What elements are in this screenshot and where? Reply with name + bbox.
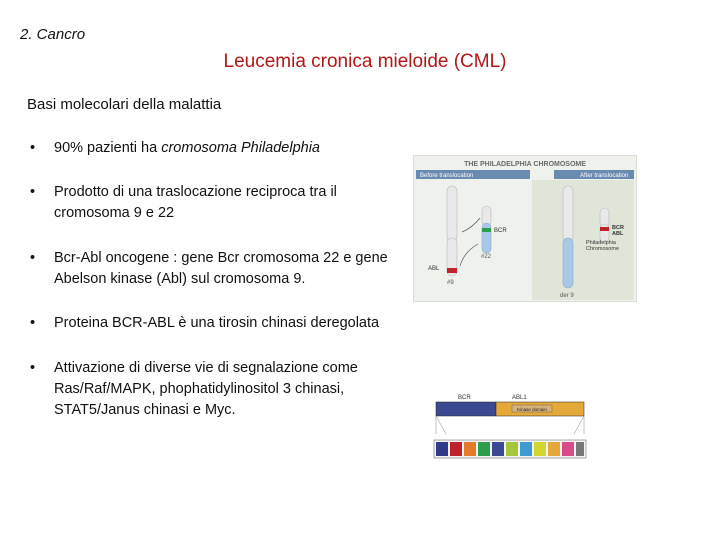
philadelphia-label-line1: Philadelphia <box>586 240 617 246</box>
chromosome-22 <box>481 205 492 254</box>
der9-label: der 9 <box>560 293 574 299</box>
bcr-abl-figure: BCR ABL1 Kinase domain <box>432 390 588 467</box>
chr22-label: #22 <box>481 254 492 260</box>
bullet-text: 90% pazienti ha <box>54 140 162 156</box>
philadelphia-chromosome <box>599 207 610 243</box>
bullet-item: Prodotto di una traslocazione reciproca … <box>30 182 410 224</box>
slide-title: Leucemia cronica mieloide (CML) <box>223 51 507 72</box>
bullet-italic-term: cromosoma Philadelphia <box>161 140 320 156</box>
ph-abl-label: ABL <box>612 231 624 237</box>
philadelphia-label-line2: Chromosome <box>586 246 619 252</box>
bcr-label: BCR <box>494 228 507 234</box>
abl1-top-label: ABL1 <box>512 395 527 401</box>
bullet-item: 90% pazienti ha cromosoma Philadelphia <box>30 138 410 159</box>
kinase-domain-label: Kinase domain <box>517 407 547 412</box>
before-translocation-label: Before translocation <box>420 173 473 179</box>
bullet-item: Proteina BCR-ABL è una tirosin chinasi d… <box>30 313 410 334</box>
bullet-list: 90% pazienti ha cromosoma Philadelphia P… <box>30 138 410 421</box>
figure-heading: THE PHILADELPHIA CHROMOSOME <box>464 161 586 168</box>
der9-chromosome <box>562 185 574 289</box>
after-translocation-label: After translocation <box>580 173 628 179</box>
section-label: 2. Cancro <box>20 26 86 43</box>
abl-label: ABL <box>428 266 440 272</box>
slide-subtitle: Basi molecolari della malattia <box>27 96 222 113</box>
ph-bcr-label: BCR <box>612 225 624 231</box>
domain-segments <box>433 439 587 459</box>
philadelphia-figure: THE PHILADELPHIA CHROMOSOME Before trans… <box>413 155 637 302</box>
bcr-top-label: BCR <box>458 395 471 401</box>
chr9-label: #9 <box>447 280 454 286</box>
chromosome-9 <box>446 185 458 277</box>
bullet-item: Bcr-Abl oncogene : gene Bcr cromosoma 22… <box>30 248 410 290</box>
bullet-item: Attivazione di diverse vie di segnalazio… <box>30 358 410 421</box>
